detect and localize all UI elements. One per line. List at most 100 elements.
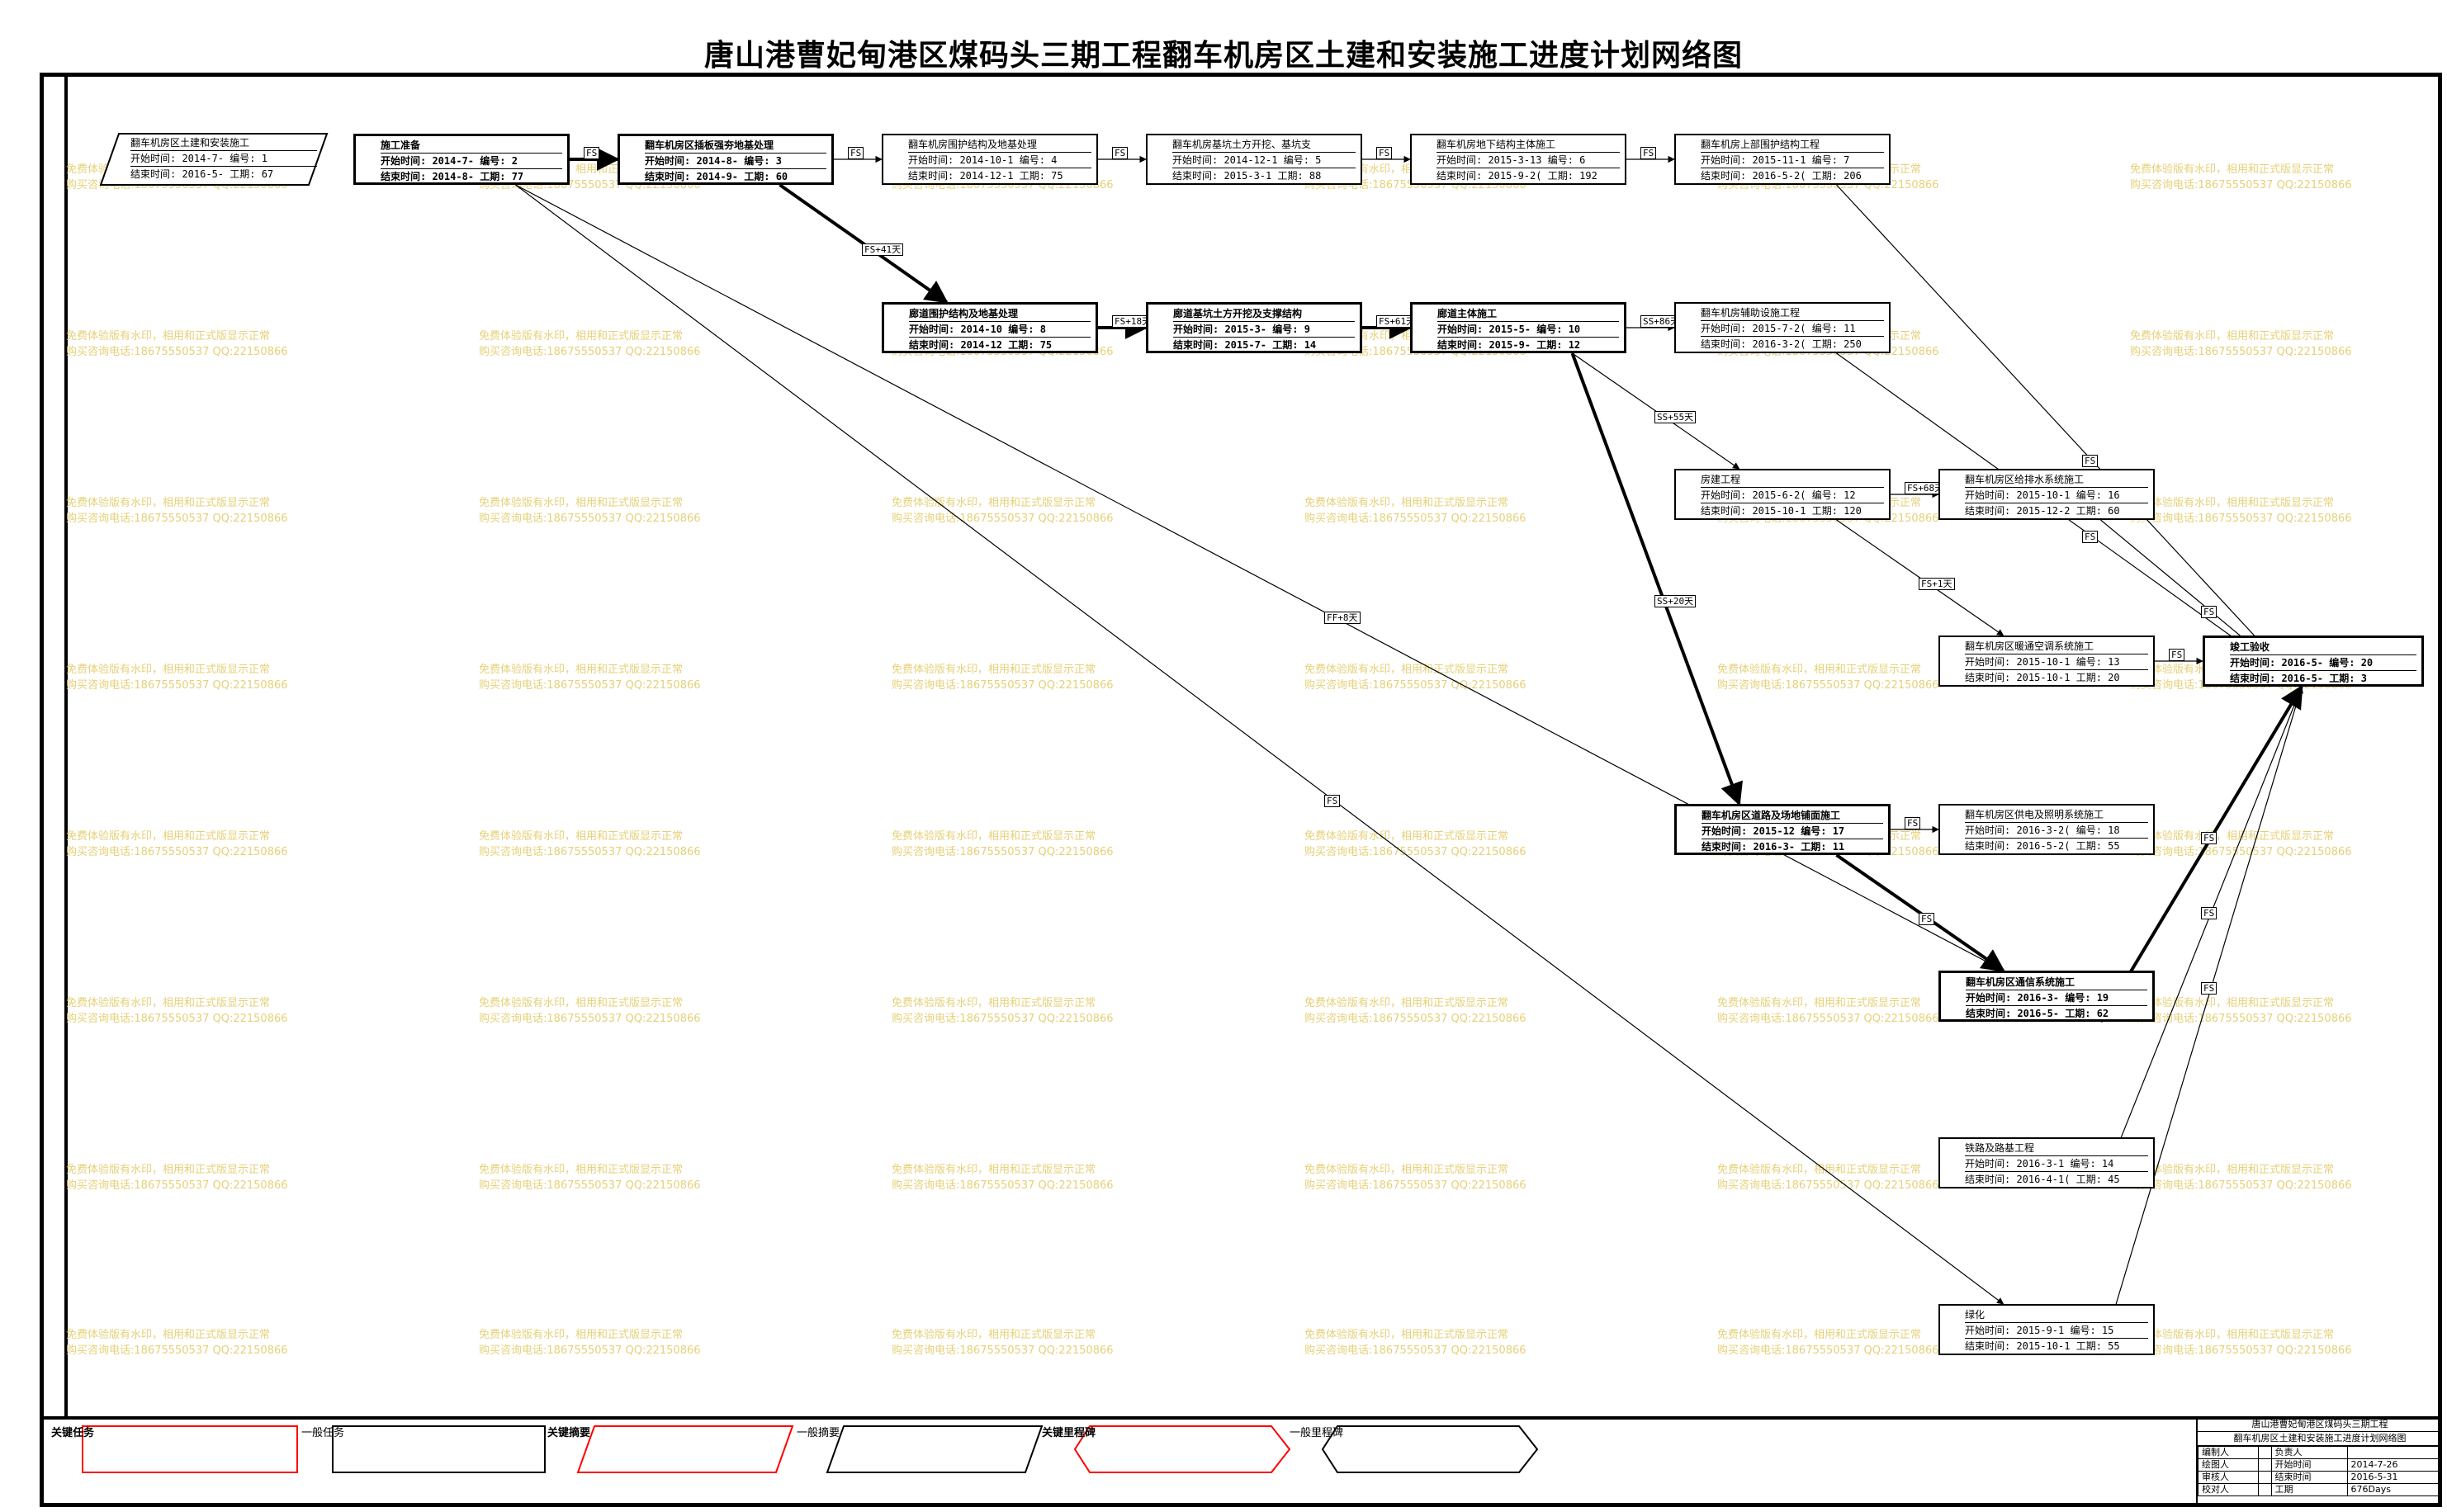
dependency-arrow xyxy=(1836,352,2303,687)
title-block-project: 唐山港曹妃甸港区煤码头三期工程 xyxy=(2198,1418,2442,1432)
link-type-label: FS xyxy=(2201,982,2217,995)
watermark-text: 免费体验版有水印，相用和正式版显示正常购买咨询电话:18675550537 QQ… xyxy=(2130,1329,2352,1357)
watermark-text: 免费体验版有水印，相用和正式版显示正常购买咨询电话:18675550537 QQ… xyxy=(892,664,1114,692)
task-name: 翻车机房区暖通空调系统施工 xyxy=(1965,639,2148,654)
watermark-text: 免费体验版有水印，相用和正式版显示正常购买咨询电话:18675550537 QQ… xyxy=(1304,997,1526,1025)
watermark-text: 免费体验版有水印，相用和正式版显示正常购买咨询电话:18675550537 QQ… xyxy=(892,1329,1114,1357)
table-cell: 2014-7-26 xyxy=(2346,1458,2443,1472)
frame-left-rule xyxy=(64,73,68,1418)
task-name: 翻车机房区供电及照明系统施工 xyxy=(1965,807,2148,823)
link-type-label: FF+8天 xyxy=(1324,612,1361,624)
watermark-text: 免费体验版有水印，相用和正式版显示正常购买咨询电话:18675550537 QQ… xyxy=(2130,830,2352,858)
task-end-line: 结束时间: 2016-3-2( 工期: 250 xyxy=(1701,338,1862,350)
dependency-arrow xyxy=(1570,352,1743,806)
task-start-line: 开始时间: 2015-12 编号: 17 xyxy=(1702,824,1883,839)
link-type-label: FS xyxy=(848,147,864,159)
table-cell xyxy=(2346,1446,2443,1459)
watermark-text: 免费体验版有水印，相用和正式版显示正常购买咨询电话:18675550537 QQ… xyxy=(892,997,1114,1025)
task-start-line: 开始时间: 2016-3-1 编号: 14 xyxy=(1965,1156,2148,1172)
task-start-line: 开始时间: 2014-10 编号: 8 xyxy=(909,322,1091,338)
watermark-text: 免费体验版有水印，相用和正式版显示正常购买咨询电话:18675550537 QQ… xyxy=(479,997,701,1025)
legend-swatch-normal xyxy=(826,1425,1044,1473)
watermark-text: 免费体验版有水印，相用和正式版显示正常购买咨询电话:18675550537 QQ… xyxy=(2130,1164,2352,1192)
link-type-label: FS xyxy=(2201,832,2217,844)
dependency-arrow xyxy=(515,184,2004,1305)
table-cell: 2016-5-31 xyxy=(2346,1471,2443,1484)
title-block-chart-name: 翻车机房区土建和安装施工进度计划网络图 xyxy=(2198,1432,2442,1446)
table-cell xyxy=(2257,1471,2272,1484)
task-end-line: 结束时间: 2014-8- 工期: 77 xyxy=(381,171,524,182)
task-start-line: 开始时间: 2015-9-1 编号: 15 xyxy=(1965,1323,2148,1339)
table-cell: 负责人 xyxy=(2270,1446,2348,1459)
legend-label-task: 一般任务 xyxy=(301,1427,345,1439)
summary-node-shape xyxy=(99,133,329,186)
task-end-line: 结束时间: 2016-5-2( 工期: 55 xyxy=(1965,840,2120,852)
table-cell xyxy=(2257,1483,2272,1496)
table-cell: 审核人 xyxy=(2198,1471,2259,1484)
watermark-text: 免费体验版有水印，相用和正式版显示正常购买咨询电话:18675550537 QQ… xyxy=(66,330,288,358)
link-type-label: FS xyxy=(584,147,600,159)
legend-label-crit-summary: 关键摘要 xyxy=(547,1427,591,1439)
dependency-arrow xyxy=(1836,184,2303,687)
legend-swatch-crit xyxy=(576,1425,794,1473)
task-name: 翻车机房区插板强夯地基处理 xyxy=(645,138,826,154)
task-start-line: 开始时间: 2015-3-13 编号: 6 xyxy=(1436,153,1620,168)
task-end-line: 结束时间: 2015-7- 工期: 14 xyxy=(1173,339,1317,351)
task-name: 翻车机房区土建和安装施工 xyxy=(130,135,317,151)
watermark-text: 免费体验版有水印，相用和正式版显示正常购买咨询电话:18675550537 QQ… xyxy=(66,1164,288,1192)
task-end-line: 结束时间: 2016-5- 工期: 67 xyxy=(130,168,274,180)
task-start-line: 开始时间: 2015-5- 编号: 10 xyxy=(1437,322,1619,338)
watermark-text: 免费体验版有水印，相用和正式版显示正常购买咨询电话:18675550537 QQ… xyxy=(892,1164,1114,1192)
watermark-text: 免费体验版有水印，相用和正式版显示正常购买咨询电话:18675550537 QQ… xyxy=(1304,664,1526,692)
link-type-label: FS+1天 xyxy=(1919,578,1955,590)
task-name: 翻车机房围护结构及地基处理 xyxy=(908,137,1091,153)
task-start-line: 开始时间: 2016-3-2( 编号: 18 xyxy=(1965,823,2148,839)
task-end-line: 结束时间: 2015-10-1 工期: 120 xyxy=(1701,505,1862,517)
task-name: 翻车机房地下结构主体施工 xyxy=(1436,137,1620,153)
watermark-text: 免费体验版有水印，相用和正式版显示正常购买咨询电话:18675550537 QQ… xyxy=(479,330,701,358)
task-end-line: 结束时间: 2016-3- 工期: 11 xyxy=(1702,841,1845,853)
task-end-line: 结束时间: 2015-3-1 工期: 88 xyxy=(1172,170,1322,182)
task-name: 廊道围护结构及地基处理 xyxy=(909,306,1091,322)
diagram-frame xyxy=(40,73,2442,1507)
task-start-line: 开始时间: 2014-7- 编号: 2 xyxy=(381,154,562,169)
watermark-text: 免费体验版有水印，相用和正式版显示正常购买咨询电话:18675550537 QQ… xyxy=(2130,497,2352,525)
watermark-text: 免费体验版有水印，相用和正式版显示正常购买咨询电话:18675550537 QQ… xyxy=(892,830,1114,858)
watermark-text: 免费体验版有水印，相用和正式版显示正常购买咨询电话:18675550537 QQ… xyxy=(2130,997,2352,1025)
task-end-line: 结束时间: 2015-9-2( 工期: 192 xyxy=(1436,170,1597,182)
task-end-line: 结束时间: 2015-10-1 工期: 20 xyxy=(1965,672,2120,683)
watermark-text: 免费体验版有水印，相用和正式版显示正常购买咨询电话:18675550537 QQ… xyxy=(66,664,288,692)
task-start-line: 开始时间: 2014-12-1 编号: 5 xyxy=(1172,153,1356,168)
link-type-label: FS xyxy=(1640,147,1657,159)
link-type-label: FS xyxy=(1376,147,1393,159)
legend-label-milestone: 一般里程碑 xyxy=(1290,1427,1344,1439)
legend-swatch-crit xyxy=(1073,1425,1291,1473)
task-start-line: 开始时间: 2014-10-1 编号: 4 xyxy=(908,153,1091,168)
task-end-line: 结束时间: 2014-12 工期: 75 xyxy=(909,339,1053,351)
dependency-arrow xyxy=(2099,684,2303,1023)
link-type-label: SS+86天 xyxy=(1640,315,1683,328)
dependency-arrow xyxy=(2099,686,2303,1189)
task-node-6[interactable]: 翻车机房地下结构主体施工开始时间: 2015-3-13 编号: 6 结束时间: 2… xyxy=(1410,134,1626,185)
